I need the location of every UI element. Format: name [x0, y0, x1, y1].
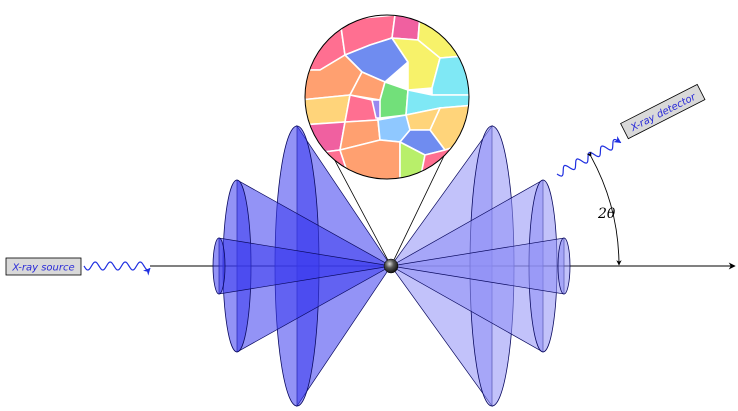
grain-map-outline [304, 14, 470, 180]
xray-source-box [5, 257, 82, 276]
xray-source-label: X-ray source [5, 257, 82, 276]
diffraction-cones-back [212, 124, 392, 408]
angle-arc [586, 151, 622, 266]
xray-source-text: X-ray source [11, 263, 74, 274]
diffracted-xray-wave [556, 136, 622, 177]
polycrystal-grain-map [305, 15, 469, 179]
angle-label: 2θ [597, 206, 616, 222]
grain-3 [391, 15, 421, 41]
xray-detector-label: X-ray detector [620, 83, 706, 140]
back-cone-3-base [212, 237, 226, 295]
grain-12 [305, 94, 351, 126]
grain-14 [371, 99, 381, 119]
xray-detector-box [620, 83, 706, 140]
xray-detector-text: X-ray detector [628, 91, 698, 134]
diffraction-cones-forward [390, 124, 571, 408]
forward-cone-3-base [557, 237, 571, 295]
sample-sphere [383, 258, 399, 274]
incoming-xray-wave [83, 261, 151, 276]
grain-23 [399, 140, 426, 179]
